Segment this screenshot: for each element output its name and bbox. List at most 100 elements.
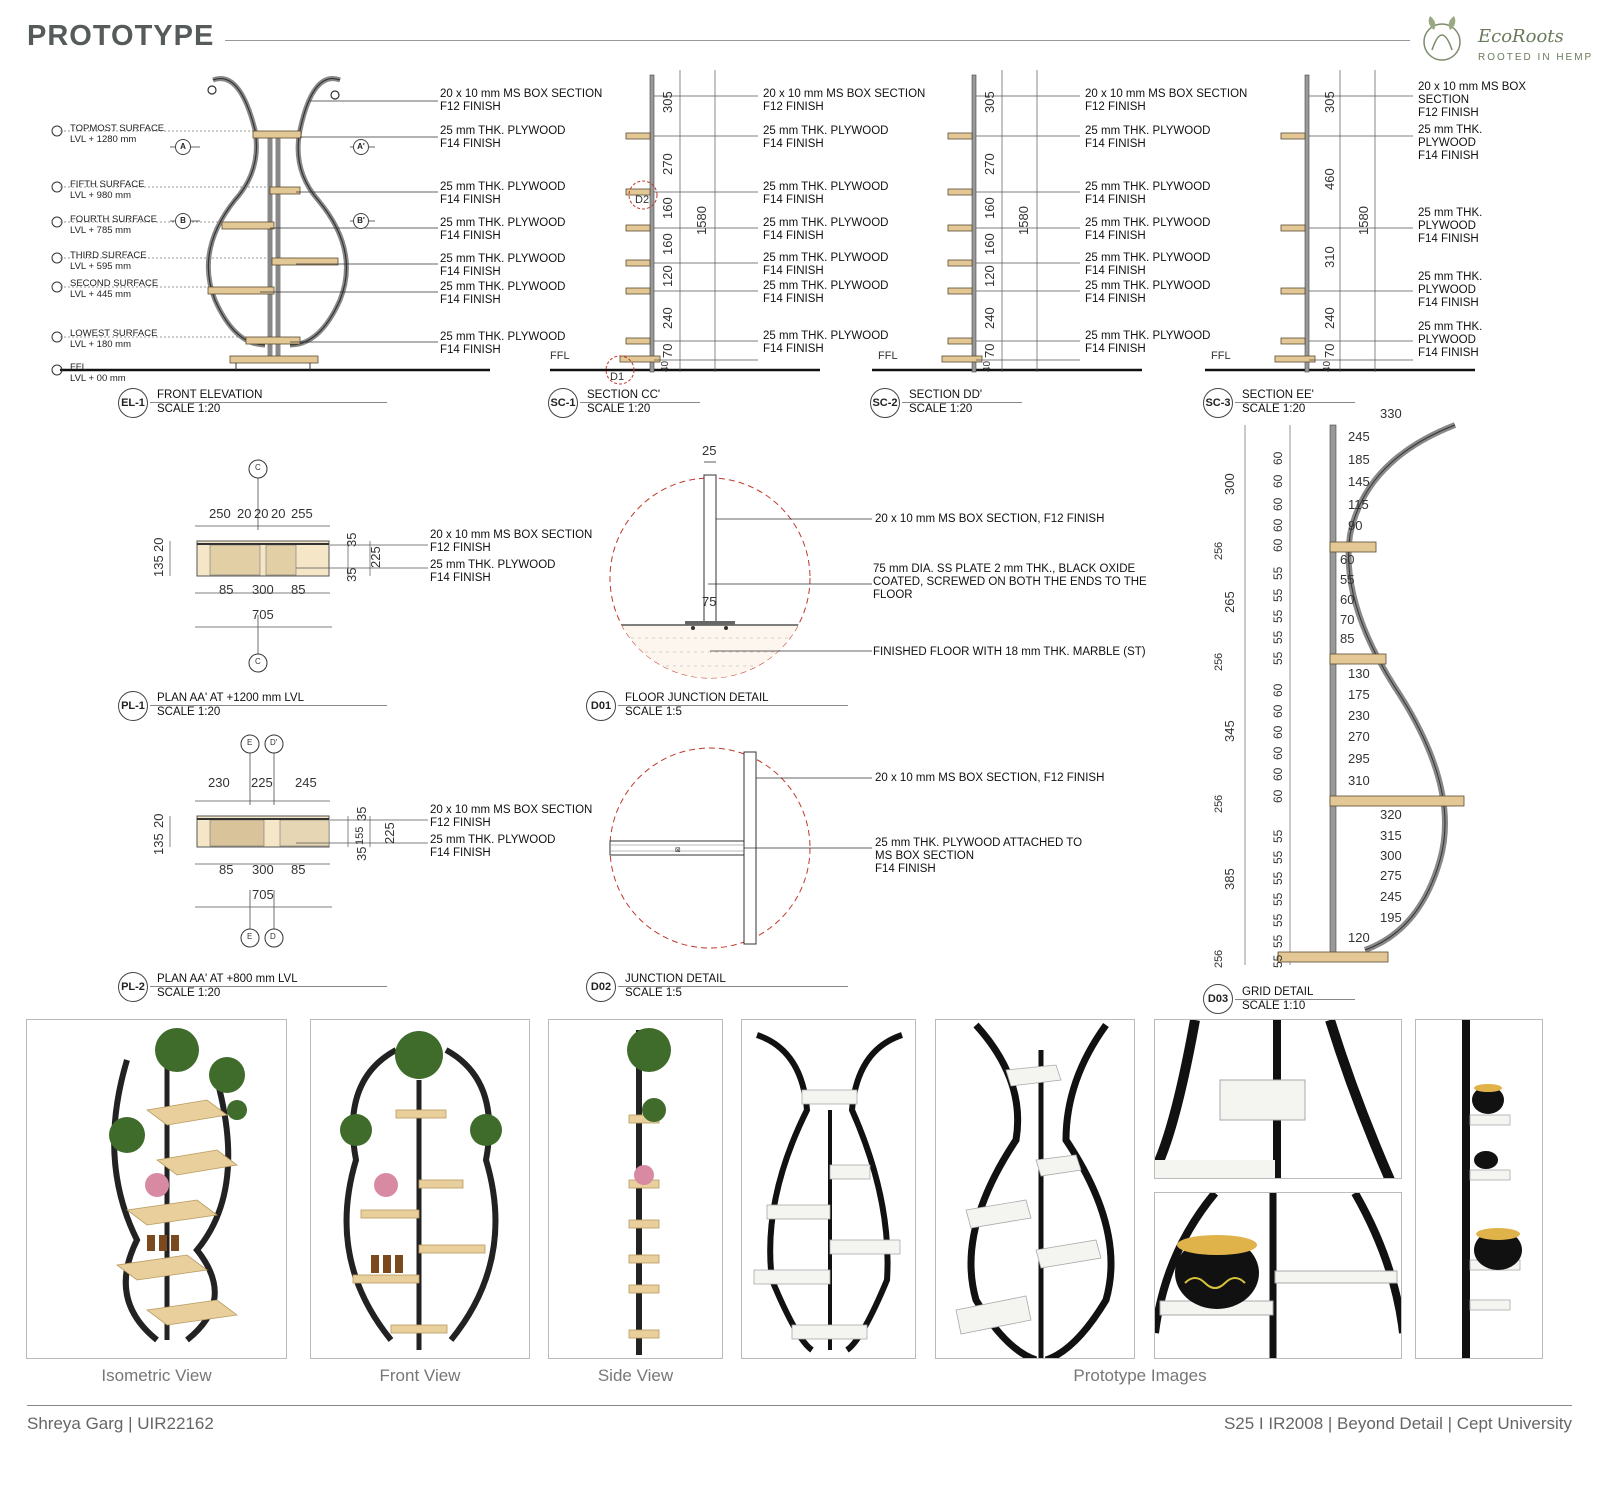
dimension: 305 bbox=[1322, 91, 1337, 113]
grid-spacing-label: 55 bbox=[1271, 934, 1285, 948]
dimension: 300 bbox=[252, 862, 274, 877]
material-note: 75 mm DIA. SS PLATE 2 mm THK., BLACK OXI… bbox=[873, 563, 1147, 601]
section-marker: C bbox=[255, 657, 261, 666]
grid-spacing-label: 55 bbox=[1271, 913, 1285, 927]
plan-2-drawing bbox=[169, 734, 428, 948]
drawing-tag: PL-1 bbox=[118, 691, 148, 721]
section-marker: C bbox=[255, 463, 261, 472]
footer-course: S25 I IR2008 | Beyond Detail | Cept Univ… bbox=[1223, 1414, 1572, 1433]
section-marker-b-prime: B' bbox=[353, 213, 369, 229]
grid-spacing-label: 60 bbox=[1271, 767, 1285, 781]
grid-spacing-label: 60 bbox=[1271, 746, 1285, 760]
section-ee-drawing bbox=[1205, 70, 1475, 373]
drawing-title: SECTION EE' bbox=[1242, 389, 1314, 401]
dimension-total: 330 bbox=[1380, 406, 1402, 421]
drawing-title: GRID DETAIL bbox=[1242, 986, 1314, 998]
grid-spacing-label: 55 bbox=[1271, 609, 1285, 623]
drawing-scale: SCALE 1:5 bbox=[625, 987, 682, 999]
dimension: 35 bbox=[344, 532, 359, 547]
drawing-title: SECTION CC' bbox=[587, 389, 661, 401]
grid-detail-drawing bbox=[1244, 422, 1465, 965]
drawing-scale: SCALE 1:10 bbox=[1242, 1000, 1306, 1012]
dimension: 40 bbox=[982, 360, 993, 372]
drawing-tag: D03 bbox=[1203, 984, 1233, 1014]
dimension: 225 bbox=[368, 546, 383, 568]
grid-width-label: 230 bbox=[1348, 708, 1370, 723]
drawing-scale: SCALE 1:20 bbox=[157, 987, 221, 999]
grid-spacing-label: 60 bbox=[1271, 538, 1285, 552]
prototype-photo bbox=[741, 1019, 916, 1359]
drawing-scale: SCALE 1:5 bbox=[625, 706, 682, 718]
drawing-scale: SCALE 1:20 bbox=[157, 403, 221, 415]
grid-width-label: 275 bbox=[1380, 868, 1402, 883]
drawing-scale: SCALE 1:20 bbox=[157, 706, 221, 718]
dimension: 225 bbox=[251, 775, 273, 790]
section-marker: E bbox=[247, 738, 253, 747]
dimension-total: 1580 bbox=[1016, 206, 1031, 235]
grid-width-label: 90 bbox=[1348, 518, 1363, 533]
detail-callout: D2 bbox=[635, 194, 650, 206]
section-dd-drawing bbox=[872, 70, 1142, 373]
grid-spacing-label: 60 bbox=[1271, 704, 1285, 718]
grid-width-label: 245 bbox=[1380, 889, 1402, 904]
dimension: 230 bbox=[208, 775, 230, 790]
grid-width-label: 315 bbox=[1380, 828, 1402, 843]
grid-width-label: 120 bbox=[1348, 930, 1370, 945]
front-elevation-drawing bbox=[51, 76, 490, 376]
dimension: 20 bbox=[151, 813, 166, 828]
grid-gap-label: 25 bbox=[1213, 800, 1225, 813]
dimension: 20 bbox=[151, 537, 166, 552]
caption-rule bbox=[150, 705, 387, 706]
dimension: 35 bbox=[354, 846, 369, 861]
dimension: 300 bbox=[1222, 473, 1237, 495]
material-note: 20 x 10 mm MS BOX SECTION, F12 FINISH bbox=[875, 772, 1105, 784]
dimension: 20 bbox=[237, 506, 252, 521]
view-label-isometric: Isometric View bbox=[101, 1366, 212, 1385]
section-marker-b: B bbox=[175, 213, 191, 229]
drawing-title: PLAN AA' AT +800 mm LVL bbox=[157, 973, 298, 985]
dimension: 310 bbox=[1322, 246, 1337, 268]
svg-text:⊠: ⊠ bbox=[675, 846, 681, 854]
grid-width-label: 195 bbox=[1380, 910, 1402, 925]
dimension: 40 bbox=[660, 360, 671, 372]
grid-width-label: 300 bbox=[1380, 848, 1402, 863]
dimension: 155 bbox=[354, 826, 366, 845]
grid-width-label: 60 bbox=[1340, 592, 1355, 607]
dimension: 245 bbox=[295, 775, 317, 790]
dimension: 25 bbox=[702, 443, 717, 458]
dimension: 75 bbox=[702, 594, 717, 609]
prototype-photo bbox=[1415, 1019, 1543, 1359]
grid-width-label: 175 bbox=[1348, 687, 1370, 702]
dimension: 70 bbox=[660, 343, 675, 358]
grid-spacing-label: 55 bbox=[1271, 588, 1285, 602]
ffl-label: FFL bbox=[550, 350, 570, 362]
dimension: 20 bbox=[254, 506, 269, 521]
caption-rule bbox=[150, 402, 387, 403]
section-marker: D bbox=[270, 932, 276, 941]
dimension: 35 bbox=[354, 806, 369, 821]
dimension-total: 705 bbox=[252, 607, 274, 622]
grid-width-label: 85 bbox=[1340, 631, 1355, 646]
prototype-photo bbox=[1154, 1192, 1402, 1359]
dimension-total: 705 bbox=[252, 887, 274, 902]
dimension: 85 bbox=[219, 862, 234, 877]
logo-icon bbox=[1423, 16, 1461, 61]
grid-spacing-label: 55 bbox=[1271, 829, 1285, 843]
dimension: 70 bbox=[1322, 343, 1337, 358]
grid-width-label: 115 bbox=[1348, 497, 1369, 512]
caption-rule bbox=[580, 402, 700, 403]
grid-spacing-label: 60 bbox=[1271, 451, 1285, 465]
dimension: 250 bbox=[209, 506, 231, 521]
grid-width-label: 130 bbox=[1348, 666, 1370, 681]
